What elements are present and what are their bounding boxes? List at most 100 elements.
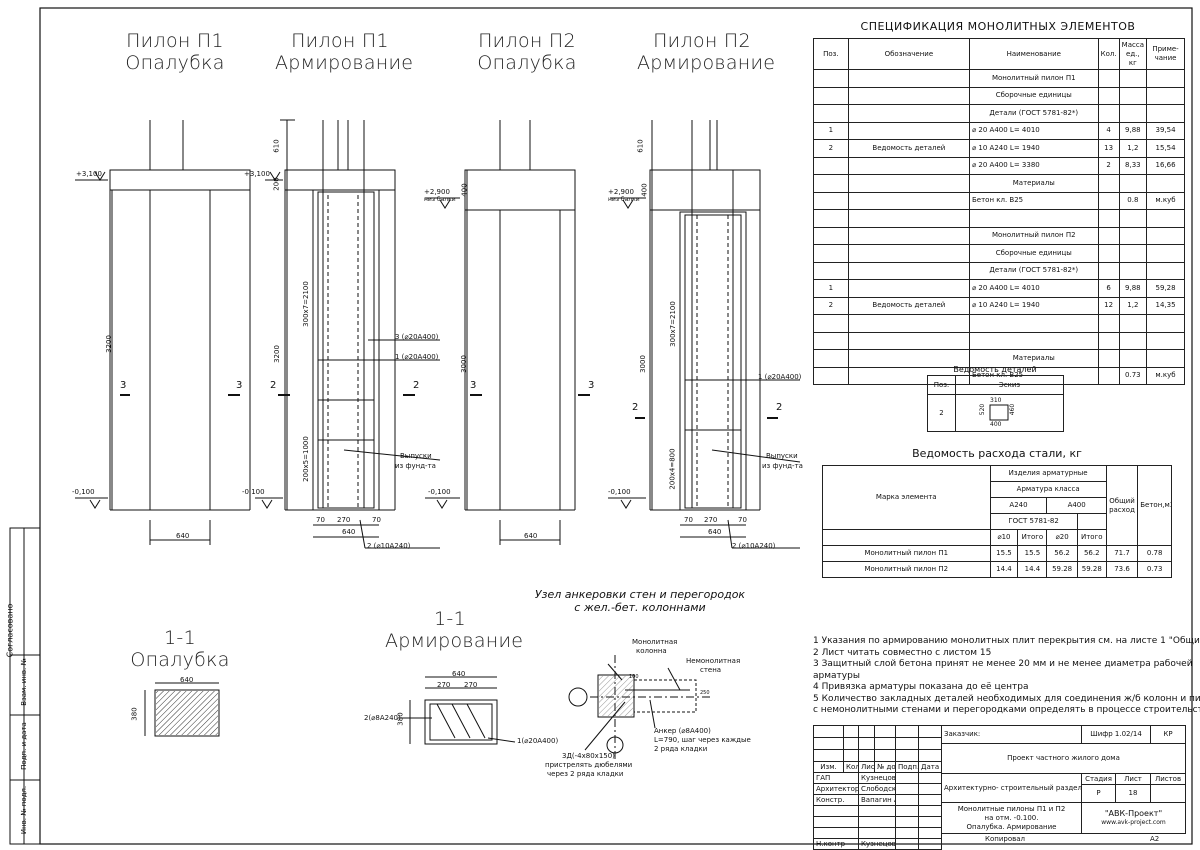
stamp-name: Слободской А.М. (858, 783, 896, 795)
side-label: Взам. инв. № (20, 658, 28, 706)
sheet-frame (39, 7, 1193, 845)
details-cell: 2 (927, 394, 956, 432)
section-11-formwork (144, 682, 220, 737)
steel-header: Итого (1076, 529, 1107, 546)
title-line: 1-1 (164, 627, 196, 649)
general-notes: 1 Указания по армированию монолитных пли… (813, 636, 1200, 717)
note-line: 4 Привязка арматуры показана до её центр… (813, 682, 1029, 692)
spec-cell: 1 (813, 121, 849, 140)
steel-cell: 59.28 (1046, 561, 1078, 578)
rebar-callout: 2 (⌀10А240) (367, 542, 411, 550)
dim-label: 520 (979, 403, 987, 416)
p1-formwork (75, 120, 251, 545)
side-strip (9, 527, 41, 845)
dim-label: 300х7=2100 (301, 281, 310, 327)
spec-cell: м.куб (1146, 191, 1185, 210)
spec-row: Монолитный пилон П2 (813, 226, 1185, 245)
stamp-customer: Заказчик: (941, 725, 1082, 744)
details-table: Поз. Эскиз 2 (927, 375, 1064, 432)
dim-label: 640 (708, 528, 722, 536)
spec-table: Поз. Обозначение Наименование Кол. Масса… (813, 38, 1185, 385)
stamp-sheet-title: Монолитные пилоны П1 и П2 на отм. -0.100… (941, 802, 1082, 834)
spec-cell (847, 261, 970, 280)
spec-cell (847, 121, 970, 140)
spec-row: Сборочные единицы (813, 244, 1185, 263)
note-line: 1 Указания по армированию монолитных пли… (813, 636, 1200, 646)
stamp-header: Подп. (895, 761, 919, 773)
spec-cell: 1,2 (1118, 296, 1148, 315)
title-line: Опалубка (130, 649, 230, 671)
spec-cell: 9,88 (1118, 121, 1148, 140)
spec-cell: 8,33 (1118, 156, 1148, 175)
spec-header: Приме- чание (1146, 38, 1185, 70)
steel-cell: 71.7 (1105, 545, 1139, 562)
steel-header: Общий расход (1105, 465, 1139, 546)
rebar-callout: 1(⌀20А400) (517, 737, 559, 745)
spec-cell (1118, 314, 1148, 333)
spec-cell: 39,54 (1146, 121, 1185, 140)
steel-header: ГОСТ 5781-82 (989, 513, 1078, 530)
section-mark: 2 (413, 380, 420, 391)
steel-header: Арматура класса (989, 481, 1107, 498)
rebar-callout: Выпуски (400, 452, 432, 460)
spec-header-row: Поз. Обозначение Наименование Кол. Масса… (813, 38, 1185, 70)
spec-row: Монолитный пилон П1 (813, 69, 1185, 88)
spec-cell (1097, 174, 1120, 193)
stamp-header: № док. (874, 761, 896, 773)
spec-cell (1146, 86, 1185, 105)
dim-label: 460 (1009, 403, 1017, 416)
level-mark: низ балки (424, 196, 456, 203)
spec-cell (1097, 191, 1120, 210)
spec-row: Детали (ГОСТ 5781-82*) (813, 104, 1185, 123)
spec-row (813, 331, 1185, 350)
spec-cell: 12 (1097, 296, 1120, 315)
anchor-label: Анкер (⌀8А400) (654, 727, 711, 735)
rebar-callout: 1 (⌀20А400) (395, 353, 439, 361)
steel-cell: Монолитный пилон П1 (822, 545, 991, 562)
steel-header: Бетон,м3 (1137, 465, 1172, 546)
dim-label: 3200 (104, 335, 113, 353)
dim-label: 70 (372, 516, 381, 524)
spec-cell (1097, 104, 1120, 123)
note-line: 3 Защитный слой бетона принят не менее 2… (813, 659, 1193, 669)
steel-cell: Монолитный пилон П2 (822, 561, 991, 578)
spec-cell (1097, 86, 1120, 105)
spec-cell: 15,54 (1146, 139, 1185, 158)
spec-cell (1118, 174, 1148, 193)
steel-cell: 0.78 (1137, 545, 1172, 562)
spec-cell (1118, 349, 1148, 368)
spec-cell (813, 174, 849, 193)
stamp-header: Кол.уч. (843, 761, 859, 773)
spec-header: Масса ед., кг (1118, 38, 1148, 70)
section-mark: 3 (236, 380, 243, 391)
spec-cell: м.куб (1146, 366, 1185, 385)
anchor-label: через 2 ряда кладки (547, 770, 624, 778)
details-sketch-cell (955, 394, 1064, 432)
spec-cell: 13 (1097, 139, 1120, 158)
rebar-callout: из фунд-та (395, 462, 436, 470)
steel-header: А240 (989, 497, 1048, 514)
spec-cell (1097, 331, 1120, 350)
spec-cell (1097, 226, 1120, 245)
dim-label: 3000 (638, 355, 647, 373)
stamp-sheet-title-line: Монолитные пилоны П1 и П2 (957, 804, 1066, 813)
title-line: Армирование (637, 52, 776, 74)
stamp-role: Констр. (813, 794, 859, 806)
steel-header: Марка элемента (822, 465, 991, 530)
level-mark: +3,100 (76, 170, 102, 178)
spec-cell (1146, 314, 1185, 333)
spec-cell (1097, 349, 1120, 368)
stamp-left: Изм. Кол.уч. Лист № док. Подп. Дата ГАПК… (813, 725, 942, 850)
spec-cell (968, 314, 1099, 333)
spec-cell (847, 279, 970, 298)
spec-cell (813, 366, 849, 385)
anchor-label: Монолитная (632, 638, 678, 646)
spec-cell (1118, 209, 1148, 228)
p1-reinforcement (255, 119, 441, 549)
stamp-sheet-title-line: Опалубка. Армирование (966, 822, 1057, 831)
stamp-role: Архитектор (813, 783, 859, 795)
